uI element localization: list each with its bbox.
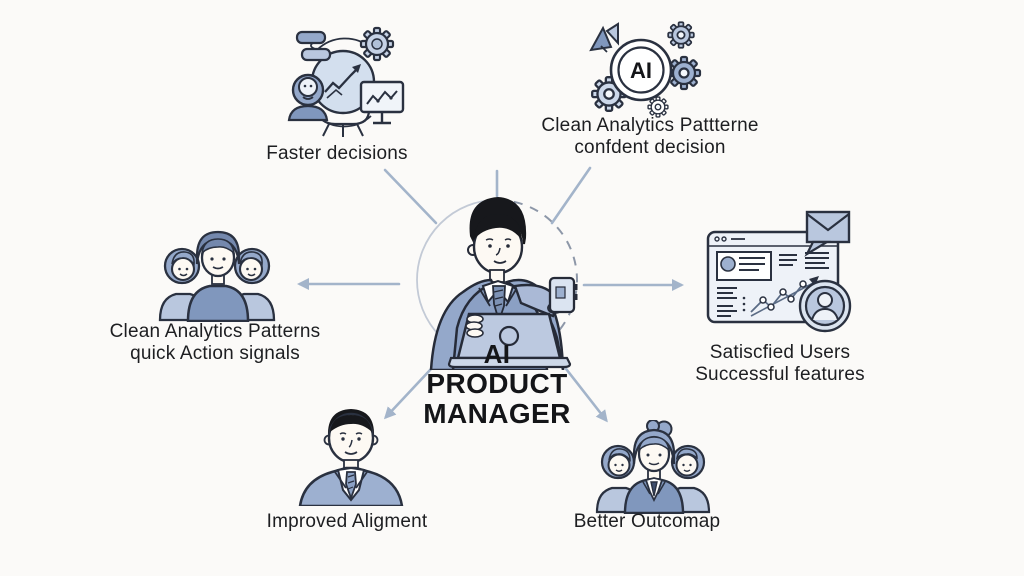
label-dashboard: Satiscfied Users Successful features: [660, 342, 900, 386]
center-title-ai: AI: [483, 339, 511, 369]
label-faster-decisions: Faster decisions: [266, 143, 408, 164]
label-alignment: Improved Aligment: [266, 511, 428, 532]
laptop-icon: [447, 312, 572, 369]
team-right-icon: [595, 420, 711, 514]
user-avatar-icon: [798, 279, 852, 333]
product-manager-figure: [416, 196, 578, 370]
dashboard-report-icon: [706, 210, 852, 333]
center-title-product: PRODUCT: [426, 367, 568, 399]
envelope-icon: [804, 210, 851, 257]
label-team-left: Clean Analytics Patterns quick Action si…: [95, 321, 335, 365]
team-member-center: [623, 420, 685, 514]
ai-gears-icon: AI: [589, 21, 702, 118]
phone-icon: [548, 276, 578, 314]
line-to-ai-analytics: [550, 166, 592, 225]
label-team-left-line2: quick Action signals: [130, 343, 300, 365]
label-ai-analytics-line1: Clean Analytics Pattterne: [541, 115, 759, 136]
label-outcomes: Better Outcomap: [573, 511, 721, 532]
ai-badge: AI: [630, 58, 652, 83]
team-member-center: [186, 230, 250, 322]
label-team-left-line1: Clean Analytics Patterns: [109, 321, 321, 342]
center-title: AI PRODUCT MANAGER: [387, 340, 607, 430]
circle-dashed-half: [496, 199, 578, 361]
businessman-icon: [298, 408, 404, 506]
center-title-manager: MANAGER: [423, 398, 571, 430]
line-to-faster-decisions: [383, 168, 438, 225]
analytics-automation-icon: [287, 26, 405, 137]
label-dashboard-line2: Successful features: [695, 364, 865, 386]
label-ai-analytics-line2: confdent decision: [574, 137, 726, 159]
team-left-icon: [158, 230, 276, 322]
label-dashboard-line1: Satiscfied Users: [709, 342, 851, 363]
label-ai-analytics: Clean Analytics Pattterne confdent decis…: [530, 115, 770, 159]
